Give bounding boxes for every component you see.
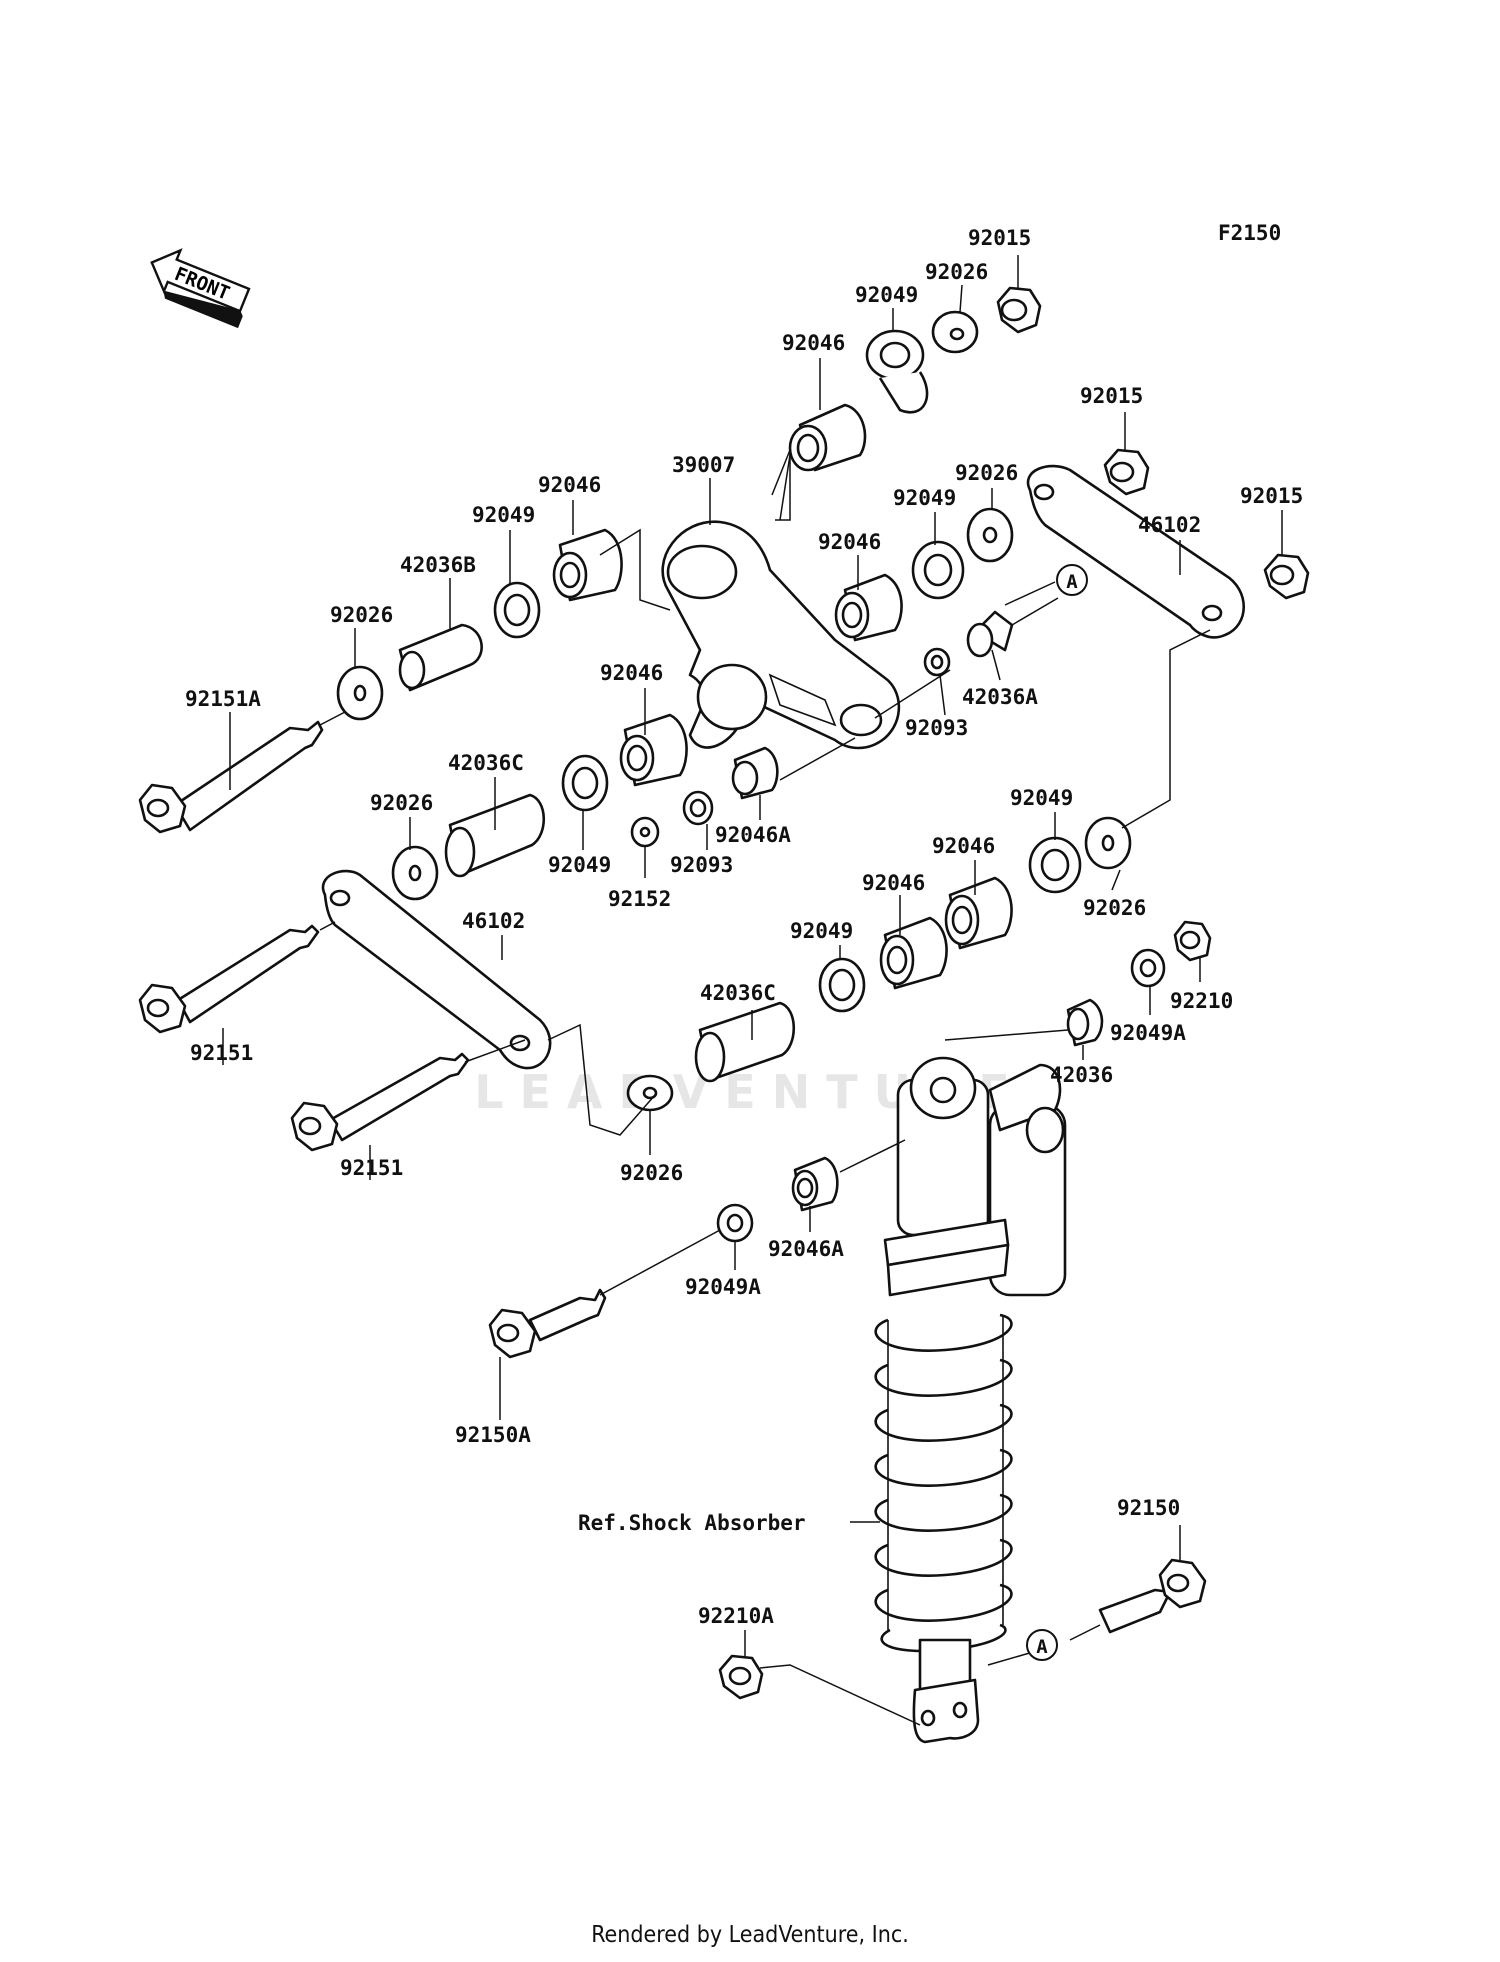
part-label: 92151A <box>185 687 261 711</box>
callout-a-lower: A <box>1026 1629 1058 1661</box>
part-label: 92026 <box>955 461 1018 485</box>
part-label: 92026 <box>925 260 988 284</box>
part-label: 92152 <box>608 887 671 911</box>
part-label: 92151 <box>340 1156 403 1180</box>
part-label: 92026 <box>330 603 393 627</box>
footer-credit: Rendered by LeadVenture, Inc. <box>591 1922 909 1948</box>
small-parts <box>138 286 1310 1700</box>
link-46102-lower <box>321 869 552 1070</box>
part-label: 92046 <box>818 530 881 554</box>
part-label: 92046A <box>715 823 791 847</box>
part-label: 92046 <box>782 331 845 355</box>
part-label: 92049 <box>893 486 956 510</box>
part-label: 92150 <box>1117 1496 1180 1520</box>
svg-text:A: A <box>1066 571 1078 593</box>
part-label: 92015 <box>1080 384 1143 408</box>
leader-lines <box>222 255 1283 1726</box>
part-label: 92046 <box>538 473 601 497</box>
part-label: 92049 <box>472 503 535 527</box>
part-label: 92049 <box>790 919 853 943</box>
part-label: 39007 <box>672 453 735 477</box>
part-label: 92093 <box>905 716 968 740</box>
part-label: 92026 <box>370 791 433 815</box>
part-label: 92015 <box>1240 484 1303 508</box>
rocker-arm-39007 <box>661 520 901 750</box>
part-label: 92026 <box>620 1161 683 1185</box>
part-label: 92049A <box>685 1275 761 1299</box>
part-label: 42036C <box>448 751 524 775</box>
part-label: 92049 <box>855 283 918 307</box>
diagram-code: F2150 <box>1218 221 1281 245</box>
part-label: 46102 <box>462 909 525 933</box>
part-label: 92046A <box>768 1237 844 1261</box>
part-label: 92046 <box>600 661 663 685</box>
part-label: 92015 <box>968 226 1031 250</box>
part-label: 46102 <box>1138 513 1201 537</box>
part-label: 92049 <box>1010 786 1073 810</box>
ref-shock-absorber-label: Ref.Shock Absorber <box>578 1511 806 1535</box>
part-label: 92049 <box>548 853 611 877</box>
part-label: 92210A <box>698 1604 774 1628</box>
part-label: 42036C <box>700 981 776 1005</box>
part-label: 92049A <box>1110 1021 1186 1045</box>
part-label: 42036 <box>1050 1063 1113 1087</box>
part-label: 92093 <box>670 853 733 877</box>
part-label: 92210 <box>1170 989 1233 1013</box>
shock-absorber <box>874 1056 1067 1744</box>
callout-a-upper: A <box>1056 564 1088 596</box>
part-label: 42036A <box>962 685 1038 709</box>
part-label: 92150A <box>455 1423 531 1447</box>
svg-text:A: A <box>1036 1636 1048 1658</box>
part-label: 92151 <box>190 1041 253 1065</box>
part-label: 92026 <box>1083 896 1146 920</box>
part-labels: 92015 92026 92049 92046 92015 39007 9202… <box>185 226 1303 1628</box>
part-label: 92046 <box>932 834 995 858</box>
part-label: 42036B <box>400 553 476 577</box>
part-label: 92046 <box>862 871 925 895</box>
front-arrow-icon: FRONT <box>150 248 251 329</box>
link-46102-upper <box>1026 464 1246 639</box>
